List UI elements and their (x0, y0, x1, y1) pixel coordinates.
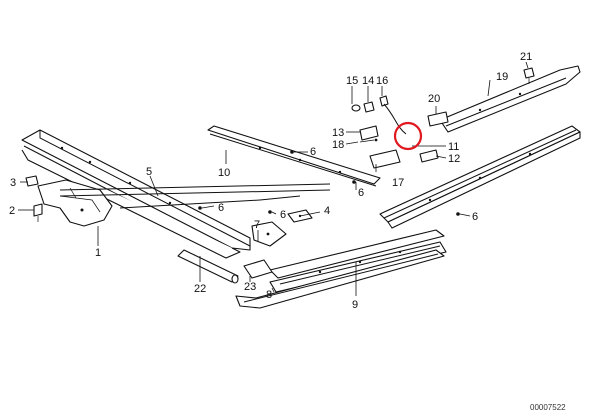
part-22-rod (177, 249, 239, 284)
part-7-bracket (251, 221, 287, 247)
callout-12: 12 (448, 153, 460, 165)
callout-8: 8 (266, 289, 272, 301)
callout-15: 15 (346, 75, 358, 87)
callout-16: 16 (376, 75, 388, 87)
diagram-code: 00007522 (530, 403, 566, 412)
highlight-circle (393, 121, 423, 151)
callout-9: 9 (352, 299, 358, 311)
callout-13: 13 (332, 127, 344, 139)
part-13-plate (359, 125, 379, 141)
callout-6b: 6 (218, 202, 224, 214)
part-21-screw (523, 67, 535, 84)
part-18-screw (359, 138, 378, 143)
part-1-bracket-plate (37, 179, 113, 227)
part-6-screws (198, 150, 460, 216)
callout-14: 14 (362, 75, 374, 87)
callout-4: 4 (324, 205, 330, 217)
callout-18: 18 (332, 139, 344, 151)
leader-lines (18, 61, 529, 296)
callout-1: 1 (95, 247, 101, 259)
part-14-spring (363, 101, 375, 113)
callout-3: 3 (10, 177, 16, 189)
part-16-cable (379, 95, 407, 135)
callout-19: 19 (496, 71, 508, 83)
callouts: 1 2 3 5 10 6 6 6 6 6 7 4 17 9 8 22 23 15… (9, 51, 532, 311)
callout-2: 2 (9, 205, 15, 217)
callout-7: 7 (254, 219, 260, 231)
part-2-bolt (33, 203, 43, 222)
part-17-bracket (369, 149, 401, 169)
callout-23: 23 (244, 281, 256, 293)
part-3-nut (25, 175, 39, 187)
cross-member (59, 183, 331, 209)
part-23-block (243, 259, 273, 279)
part-8-sweep-rail (235, 249, 445, 309)
callout-11: 11 (448, 141, 459, 153)
part-12-clip (419, 149, 439, 163)
part-20-block (427, 111, 449, 127)
callout-22: 22 (194, 283, 206, 295)
part-10-guide-rail (207, 125, 381, 187)
callout-10: 10 (218, 167, 230, 179)
callout-6d: 6 (358, 187, 364, 199)
callout-6c: 6 (280, 209, 286, 221)
part-9-lower-rail (269, 229, 447, 293)
part-15-washer (351, 104, 361, 112)
part-5-frame-rail (21, 129, 251, 259)
callout-5: 5 (146, 166, 152, 178)
callout-6a: 6 (310, 146, 316, 158)
part-19-guide-track (439, 65, 581, 133)
callout-17: 17 (392, 177, 404, 189)
callout-6e: 6 (472, 211, 478, 223)
callout-20: 20 (428, 93, 440, 105)
callout-21: 21 (520, 51, 532, 63)
part-side-rail (379, 125, 581, 229)
